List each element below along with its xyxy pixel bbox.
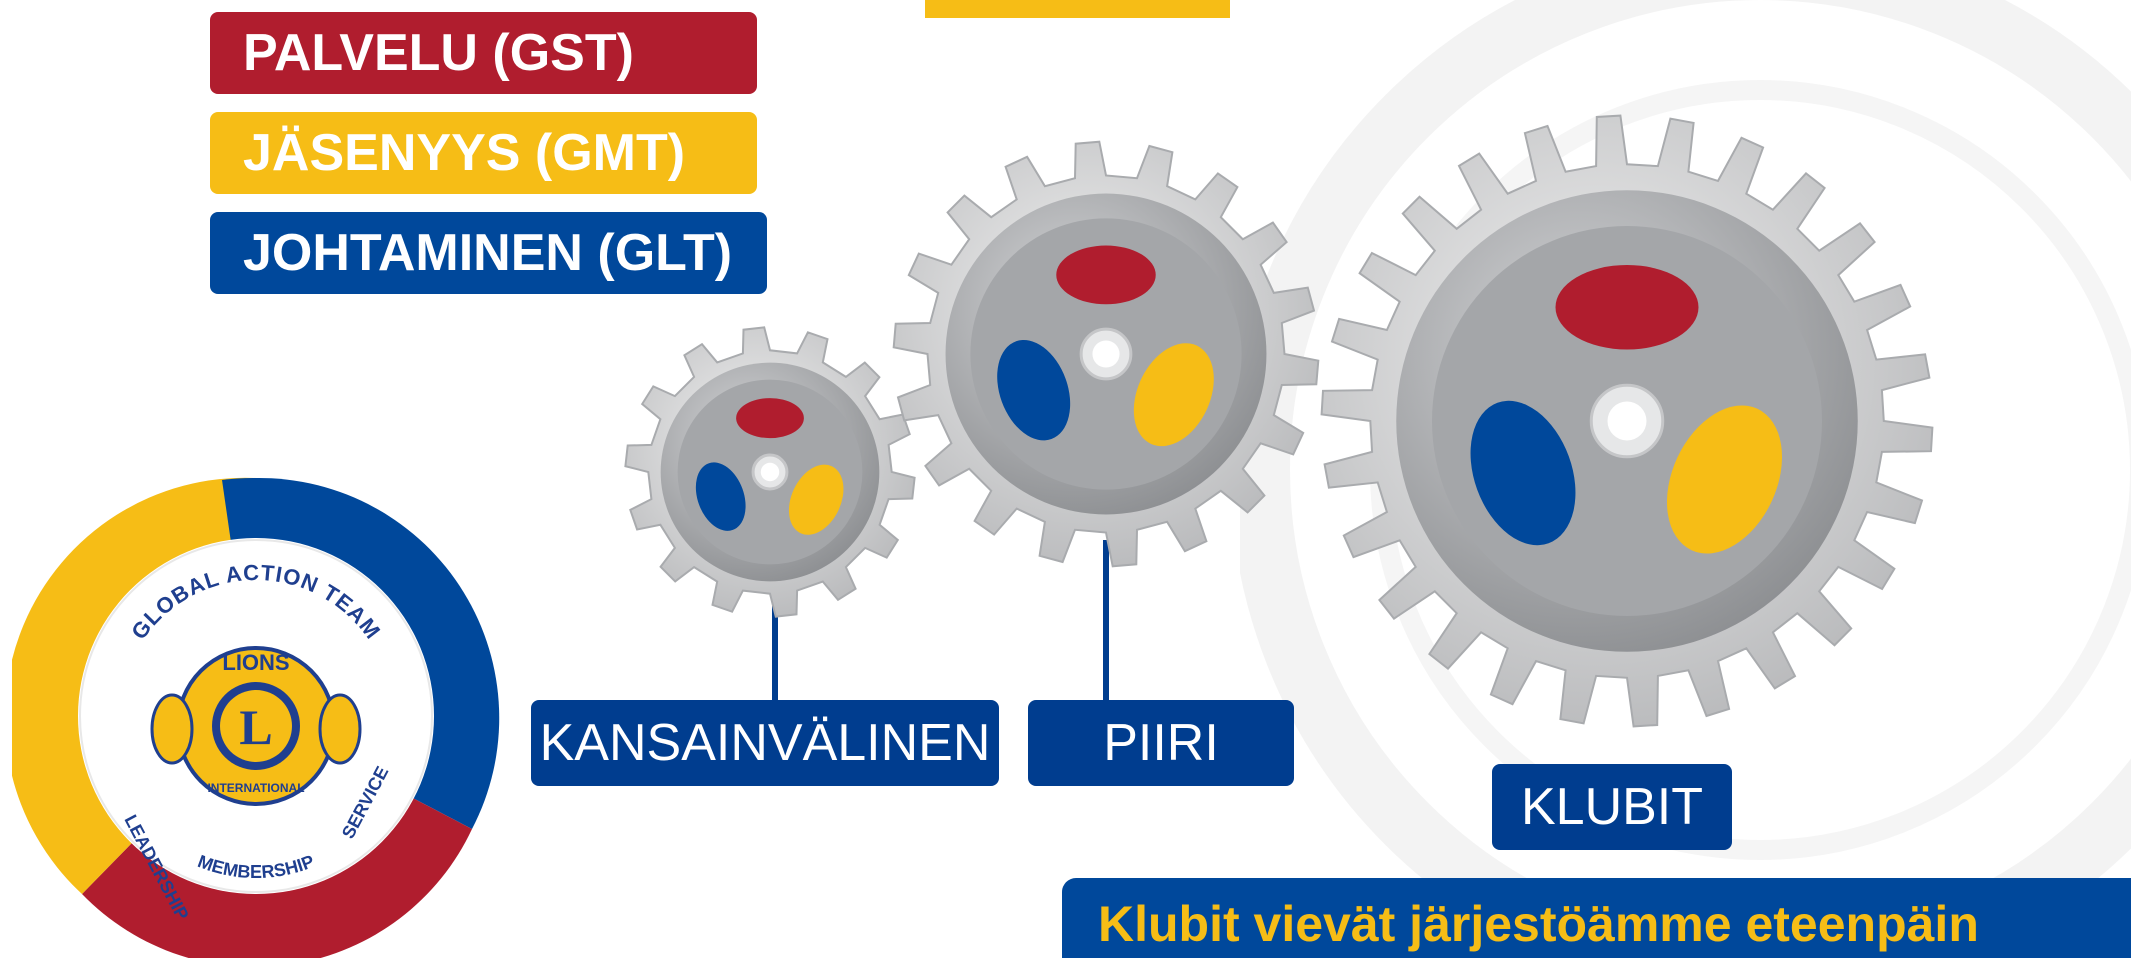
district-label: PIIRI [1028,700,1294,786]
district-stem [1103,540,1109,700]
blue-segment [1470,400,1576,546]
global-action-team-logo: GLOBAL ACTION TEAM L LIONS INTERNATIONAL… [12,477,500,958]
leadership-tag: JOHTAMINEN (GLT) [210,212,767,294]
logo-emblem-text: LIONS [222,650,289,675]
yellow-segment [788,464,844,535]
gear-axle [1607,401,1647,441]
logo-emblem-sub: INTERNATIONAL [207,781,304,795]
slogan-banner: Klubit vievät järjestöämme eteenpäin [1062,878,2131,958]
logo-emblem-letter: L [239,699,272,755]
district-gear [892,140,1320,568]
yellow-segment [1666,405,1783,554]
membership-tag: JÄSENYYS (GMT) [210,112,757,194]
international-gear [624,326,916,618]
blue-segment [695,462,746,531]
gear-axle [1092,340,1120,368]
top-accent-bar [925,0,1230,18]
red-segment [1555,265,1699,350]
clubs-gear [1320,114,1934,728]
international-label: KANSAINVÄLINEN [531,700,999,786]
international-stem [772,598,778,700]
gear-axle [760,462,780,482]
service-tag: PALVELU (GST) [210,12,757,94]
blue-segment [997,339,1071,441]
clubs-label: KLUBIT [1492,764,1732,850]
red-segment [1056,245,1156,305]
red-segment [736,398,804,439]
yellow-segment [1133,343,1214,447]
